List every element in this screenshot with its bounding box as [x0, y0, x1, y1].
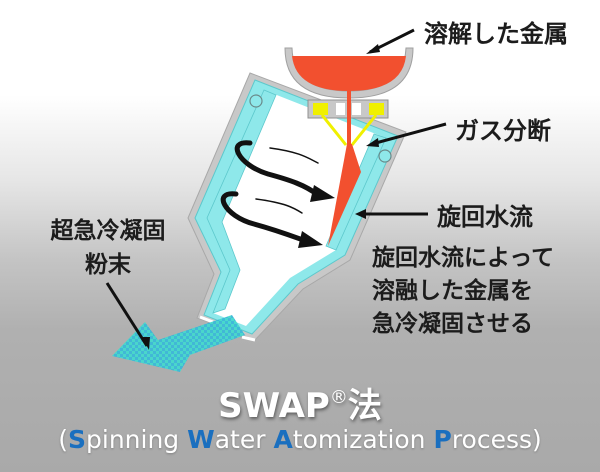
title-suffix: 法	[347, 386, 382, 426]
registered-mark: ®	[329, 387, 348, 408]
description-line: 旋回水流によって	[372, 245, 555, 271]
label-gas-cutting: ガス分断	[455, 117, 551, 145]
crucible	[284, 47, 414, 99]
paren-close: )	[532, 425, 542, 454]
label-powder: 超急冷凝固 粉末	[28, 214, 188, 282]
description-line: 溶融した金属を	[372, 278, 533, 304]
process-description: 旋回水流によって 溶融した金属を 急冷凝固させる	[372, 242, 554, 341]
title-main: SWAP	[218, 386, 330, 426]
word-rest: pinning	[86, 425, 188, 454]
method-subtitle: (Spinning Water Atomization Process)	[0, 425, 600, 454]
molten-stream	[328, 88, 361, 246]
powder-line: 超急冷凝固	[50, 218, 166, 244]
word-rest: ater	[214, 425, 274, 454]
label-swirling-water: 旋回水流	[437, 203, 533, 231]
initial-p: P	[433, 425, 452, 454]
paren-open: (	[58, 425, 68, 454]
word-rest: rocess	[451, 425, 533, 454]
initial-s: S	[67, 425, 86, 454]
method-title: SWAP®法	[0, 378, 600, 427]
description-line: 急冷凝固させる	[372, 311, 533, 337]
swirl-arrows-icon	[220, 140, 321, 243]
label-molten-metal: 溶解した金属	[424, 20, 568, 48]
word-rest: tomization	[292, 425, 434, 454]
powder-arrow-icon	[112, 315, 245, 372]
initial-a: A	[273, 425, 293, 454]
powder-line: 粉末	[85, 252, 131, 278]
initial-w: W	[187, 425, 215, 454]
